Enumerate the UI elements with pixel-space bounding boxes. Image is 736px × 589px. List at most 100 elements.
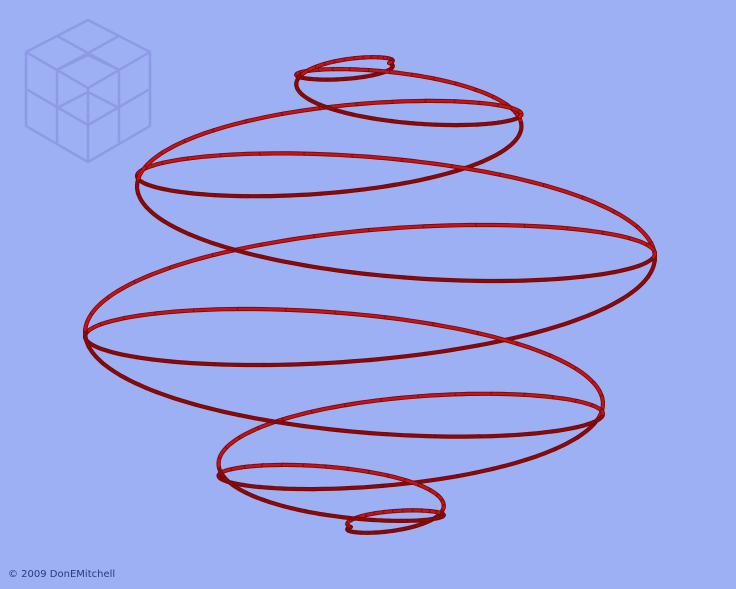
curve-segment: [498, 142, 514, 155]
curve-segment: [100, 361, 127, 380]
curve-segment: [549, 426, 578, 433]
curve-segment: [170, 360, 216, 366]
curve-segment: [592, 381, 604, 399]
curve-segment: [303, 509, 329, 517]
curve-segment: [543, 184, 585, 200]
curve-segment: [87, 322, 104, 332]
curve-segment: [479, 151, 501, 164]
curve-segment: [170, 253, 216, 269]
curve-segment: [262, 463, 285, 467]
curve-segment: [161, 139, 188, 154]
curve-segment: [582, 270, 617, 278]
curve-segment: [475, 121, 496, 126]
curve-segment: [434, 77, 459, 86]
curve-segment: [345, 398, 384, 407]
curve-segment: [282, 487, 315, 491]
curve-segment: [319, 188, 360, 195]
curve-segment: [402, 276, 455, 282]
curve-segment: [262, 498, 285, 508]
curve-segment: [387, 60, 393, 65]
curve-segment: [389, 70, 415, 77]
curve-segment: [352, 271, 405, 279]
curve-segment: [499, 173, 547, 187]
curve-segment: [629, 237, 650, 247]
curve-segment: [404, 519, 422, 523]
curve-segment: [335, 311, 388, 319]
curve-segment: [455, 82, 478, 92]
curve-segment: [145, 161, 165, 170]
curve-segment: [107, 350, 138, 359]
curve-segment: [303, 464, 329, 468]
curve-segment: [602, 291, 633, 310]
curve-segment: [187, 232, 223, 248]
curve-segment: [281, 504, 306, 513]
curve-segment: [411, 122, 437, 126]
curve-segment: [162, 219, 191, 236]
curve-segment: [123, 376, 158, 394]
curve-segment: [575, 367, 595, 385]
curve-segment: [392, 177, 428, 187]
curve-segment: [345, 484, 384, 490]
curve-segment: [349, 112, 372, 120]
curve-segment: [220, 244, 263, 258]
curve-segment: [524, 393, 556, 399]
curve-segment: [100, 316, 127, 326]
curve-segment: [613, 210, 640, 229]
curve-segment: [492, 119, 509, 125]
curve-segment: [575, 399, 595, 407]
curve-segment: [145, 183, 165, 191]
curve-segment: [451, 165, 503, 177]
curve-segment: [549, 354, 578, 371]
curve-segment: [368, 518, 391, 522]
curve-segment: [134, 266, 173, 283]
curve-segment: [244, 464, 265, 469]
curve-segment: [479, 101, 501, 107]
curve-segment: [304, 152, 355, 158]
curve-segment: [511, 132, 522, 145]
curve-segment: [602, 231, 633, 240]
curve-segment: [87, 345, 104, 364]
curve-segment: [239, 483, 261, 489]
curve-segment: [258, 485, 286, 490]
curve-segment: [543, 275, 585, 281]
curve-segment: [352, 154, 405, 162]
curve-segment: [239, 426, 261, 439]
curve-segment: [261, 234, 317, 246]
curve-segment: [332, 108, 353, 116]
curve-segment: [613, 264, 640, 274]
curve-segment: [575, 423, 595, 439]
curve-segment: [314, 358, 372, 365]
curve-segment: [411, 73, 437, 81]
curve-segment: [107, 280, 138, 299]
curve-segment: [231, 465, 248, 471]
curve-segment: [90, 343, 111, 353]
curve-segment: [368, 352, 426, 362]
curve-segment: [636, 226, 653, 245]
curve-segment: [368, 68, 393, 74]
curve-segment: [349, 68, 372, 72]
curve-segment: [237, 413, 289, 425]
curve-segment: [237, 307, 289, 312]
curve-segment: [282, 106, 322, 115]
curve-segment: [220, 152, 263, 157]
curve-segment: [83, 311, 94, 331]
curve-segment: [193, 307, 241, 312]
curve-segment: [356, 100, 395, 106]
curve-segment: [368, 225, 426, 232]
curve-segment: [347, 467, 372, 474]
curve-segment: [477, 332, 520, 346]
curve-segment: [123, 312, 158, 320]
curve-segment: [476, 223, 528, 228]
curve-segment: [318, 67, 336, 71]
curve-segment: [304, 264, 355, 274]
curve-segment: [425, 169, 458, 180]
curve-segment: [455, 392, 494, 396]
curve-segment: [567, 227, 606, 235]
curve-segment: [418, 393, 458, 398]
curve-segment: [135, 177, 140, 195]
curve-segment: [524, 448, 556, 462]
curve-segment: [524, 224, 570, 230]
curve-segment: [592, 415, 604, 424]
